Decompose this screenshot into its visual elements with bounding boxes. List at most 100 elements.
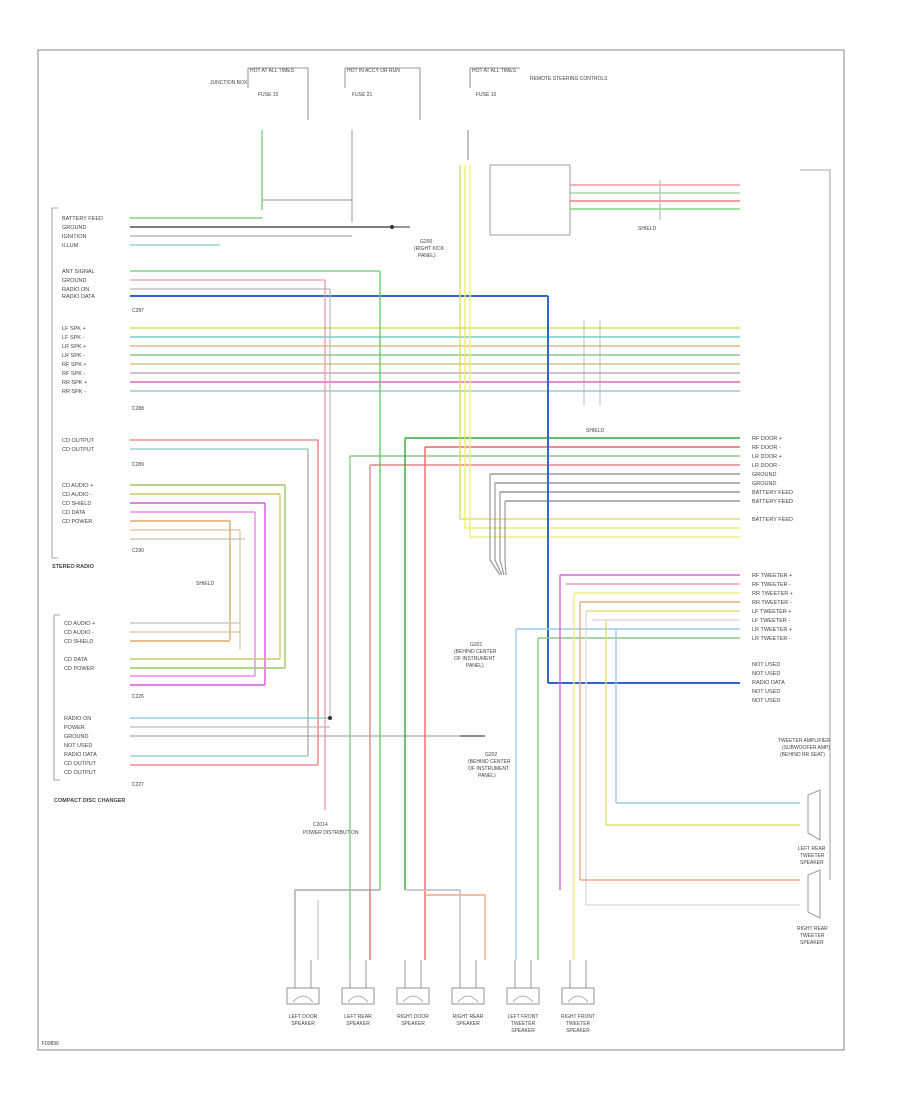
svg-text:RADIO DATA: RADIO DATA [64, 752, 97, 758]
cd-changer-outline [53, 614, 60, 781]
svg-text:LR TWEETER -: LR TWEETER - [752, 636, 791, 642]
svg-text:CD POWER: CD POWER [62, 519, 92, 525]
speaker-label: SPEAKER [566, 1028, 590, 1034]
svg-text:OF INSTRUMENT: OF INSTRUMENT [468, 766, 509, 772]
svg-text:G201: G201 [470, 642, 482, 648]
svg-text:RADIO DATA: RADIO DATA [752, 680, 785, 686]
remote-module-box [489, 164, 571, 236]
svg-text:G202: G202 [485, 752, 497, 758]
svg-text:(BEHIND CENTER: (BEHIND CENTER [454, 649, 497, 655]
svg-text:BATTERY FEED: BATTERY FEED [752, 490, 793, 496]
svg-text:CD AUDIO -: CD AUDIO - [64, 630, 94, 636]
speaker-cone-icon [292, 995, 314, 1003]
svg-text:LF TWEETER -: LF TWEETER - [752, 618, 790, 624]
radio-pin-labels: BATTERY FEED GROUND IGNITION ILLUM ANT S… [62, 216, 103, 300]
svg-text:GROUND: GROUND [62, 225, 86, 231]
svg-text:LR DOOR -: LR DOOR - [752, 463, 781, 469]
svg-text:RF SPK -: RF SPK - [62, 371, 85, 377]
svg-text:RF TWEETER +: RF TWEETER + [752, 573, 792, 579]
speaker-cone-icon [347, 995, 369, 1003]
svg-text:NOT USED: NOT USED [64, 743, 92, 749]
shield-top: SHIELD [638, 226, 656, 232]
svg-text:LR SPK +: LR SPK + [62, 344, 86, 350]
shield-braids [583, 320, 601, 405]
svg-text:RADIO ON: RADIO ON [64, 716, 91, 722]
tweeter-amp-label: TWEETER AMPLIFIER (SUBWOOFER AMP) (BEHIN… [778, 738, 830, 758]
svg-text:POWER: POWER [64, 725, 85, 731]
diagram-border [37, 49, 845, 1051]
speaker-cone-icon [512, 995, 534, 1003]
top-power-labels [247, 67, 520, 120]
right-bracket [800, 169, 831, 880]
svg-text:RR SPK +: RR SPK + [62, 380, 87, 386]
svg-text:CD DATA: CD DATA [62, 510, 86, 516]
radio-cd-rows [130, 484, 285, 540]
shield-mid: SHIELD [586, 428, 604, 434]
c227-label: C227 [132, 782, 144, 788]
svg-text:RF TWEETER -: RF TWEETER - [752, 582, 791, 588]
cd-changer-rows [130, 622, 285, 686]
speaker-pin-labels: LF SPK + LF SPK - LR SPK + LR SPK - RF S… [62, 326, 87, 395]
svg-text:CD OUTPUT: CD OUTPUT [62, 447, 95, 453]
junction-box-label: JUNCTION BOX [210, 80, 248, 86]
svg-text:BATTERY FEED: BATTERY FEED [752, 499, 793, 505]
cd-changer-label: COMPACT DISC CHANGER [54, 798, 125, 804]
cd-link-verticals [229, 485, 286, 685]
amp-verticals-top [349, 165, 549, 960]
svg-text:NOT USED: NOT USED [752, 671, 780, 677]
svg-text:(BEHIND CENTER: (BEHIND CENTER [468, 759, 511, 765]
svg-text:(BEHIND RR SEAT): (BEHIND RR SEAT) [780, 752, 825, 758]
svg-text:PANEL): PANEL) [418, 253, 436, 259]
tweeter-rows [516, 574, 740, 684]
speaker-label: SPEAKER [401, 1021, 425, 1027]
power-distribution-label: C2014 POWER DISTRIBUTION [303, 822, 359, 836]
svg-text:CD SHIELD: CD SHIELD [62, 501, 91, 507]
svg-text:POWER DISTRIBUTION: POWER DISTRIBUTION [303, 830, 359, 836]
svg-text:GROUND: GROUND [64, 734, 88, 740]
svg-text:GROUND: GROUND [752, 481, 776, 487]
svg-text:RF DOOR -: RF DOOR - [752, 445, 781, 451]
svg-text:RR TWEETER -: RR TWEETER - [752, 600, 792, 606]
speaker-box [341, 987, 375, 1005]
speaker-box [286, 987, 320, 1005]
g200-ground-label: G200 (RIGHT KICK PANEL) [414, 239, 445, 259]
svg-text:RF SPK +: RF SPK + [62, 362, 87, 368]
svg-text:LF TWEETER +: LF TWEETER + [752, 609, 791, 615]
amp-pin-labels-top: RF DOOR + RF DOOR - LR DOOR + LR DOOR - … [752, 436, 793, 523]
svg-text:CD AUDIO -: CD AUDIO - [62, 492, 92, 498]
svg-text:(SUBWOOFER AMP): (SUBWOOFER AMP) [782, 745, 830, 751]
svg-text:NOT USED: NOT USED [752, 698, 780, 704]
c289-label: C289 [132, 462, 144, 468]
g202-ground-label: G202 (BEHIND CENTER OF INSTRUMENT PANEL) [468, 752, 511, 779]
cd-changer-labels: CD AUDIO + CD AUDIO - CD SHIELD CD DATA … [64, 621, 95, 672]
fuse-15-label: FUSE 15 [258, 92, 279, 98]
fuse-10-label: FUSE 10 [476, 92, 497, 98]
cd-changer-rows-2 [130, 717, 485, 766]
svg-text:TWEETER AMPLIFIER: TWEETER AMPLIFIER [778, 738, 830, 744]
svg-text:C2014: C2014 [313, 822, 328, 828]
svg-text:BATTERY FEED: BATTERY FEED [62, 216, 103, 222]
svg-text:PANEL): PANEL) [466, 663, 484, 669]
radio-cd-labels: CD AUDIO + CD AUDIO - CD SHIELD CD DATA … [62, 483, 93, 525]
svg-text:LF SPK -: LF SPK - [62, 335, 84, 341]
speaker-label: TWEETER [566, 1021, 591, 1027]
svg-text:SPEAKER: SPEAKER [800, 940, 824, 946]
svg-text:RF DOOR +: RF DOOR + [752, 436, 782, 442]
c290-label: C290 [132, 548, 144, 554]
speaker-cone-icon [567, 995, 589, 1003]
svg-text:CD OUTPUT: CD OUTPUT [64, 770, 97, 776]
hot-at-all-times-1: HOT AT ALL TIMES [250, 68, 295, 74]
rear-tweeter-wires [580, 802, 800, 906]
svg-text:IGNITION: IGNITION [62, 234, 86, 240]
top-feed-wires [261, 130, 469, 222]
svg-text:LR DOOR +: LR DOOR + [752, 454, 782, 460]
speaker-label: LEFT REAR [344, 1014, 372, 1020]
hot-at-all-times-2: HOT AT ALL TIMES [472, 68, 517, 74]
svg-text:RADIO ON: RADIO ON [62, 287, 89, 293]
fuse-21-label: FUSE 21 [352, 92, 373, 98]
